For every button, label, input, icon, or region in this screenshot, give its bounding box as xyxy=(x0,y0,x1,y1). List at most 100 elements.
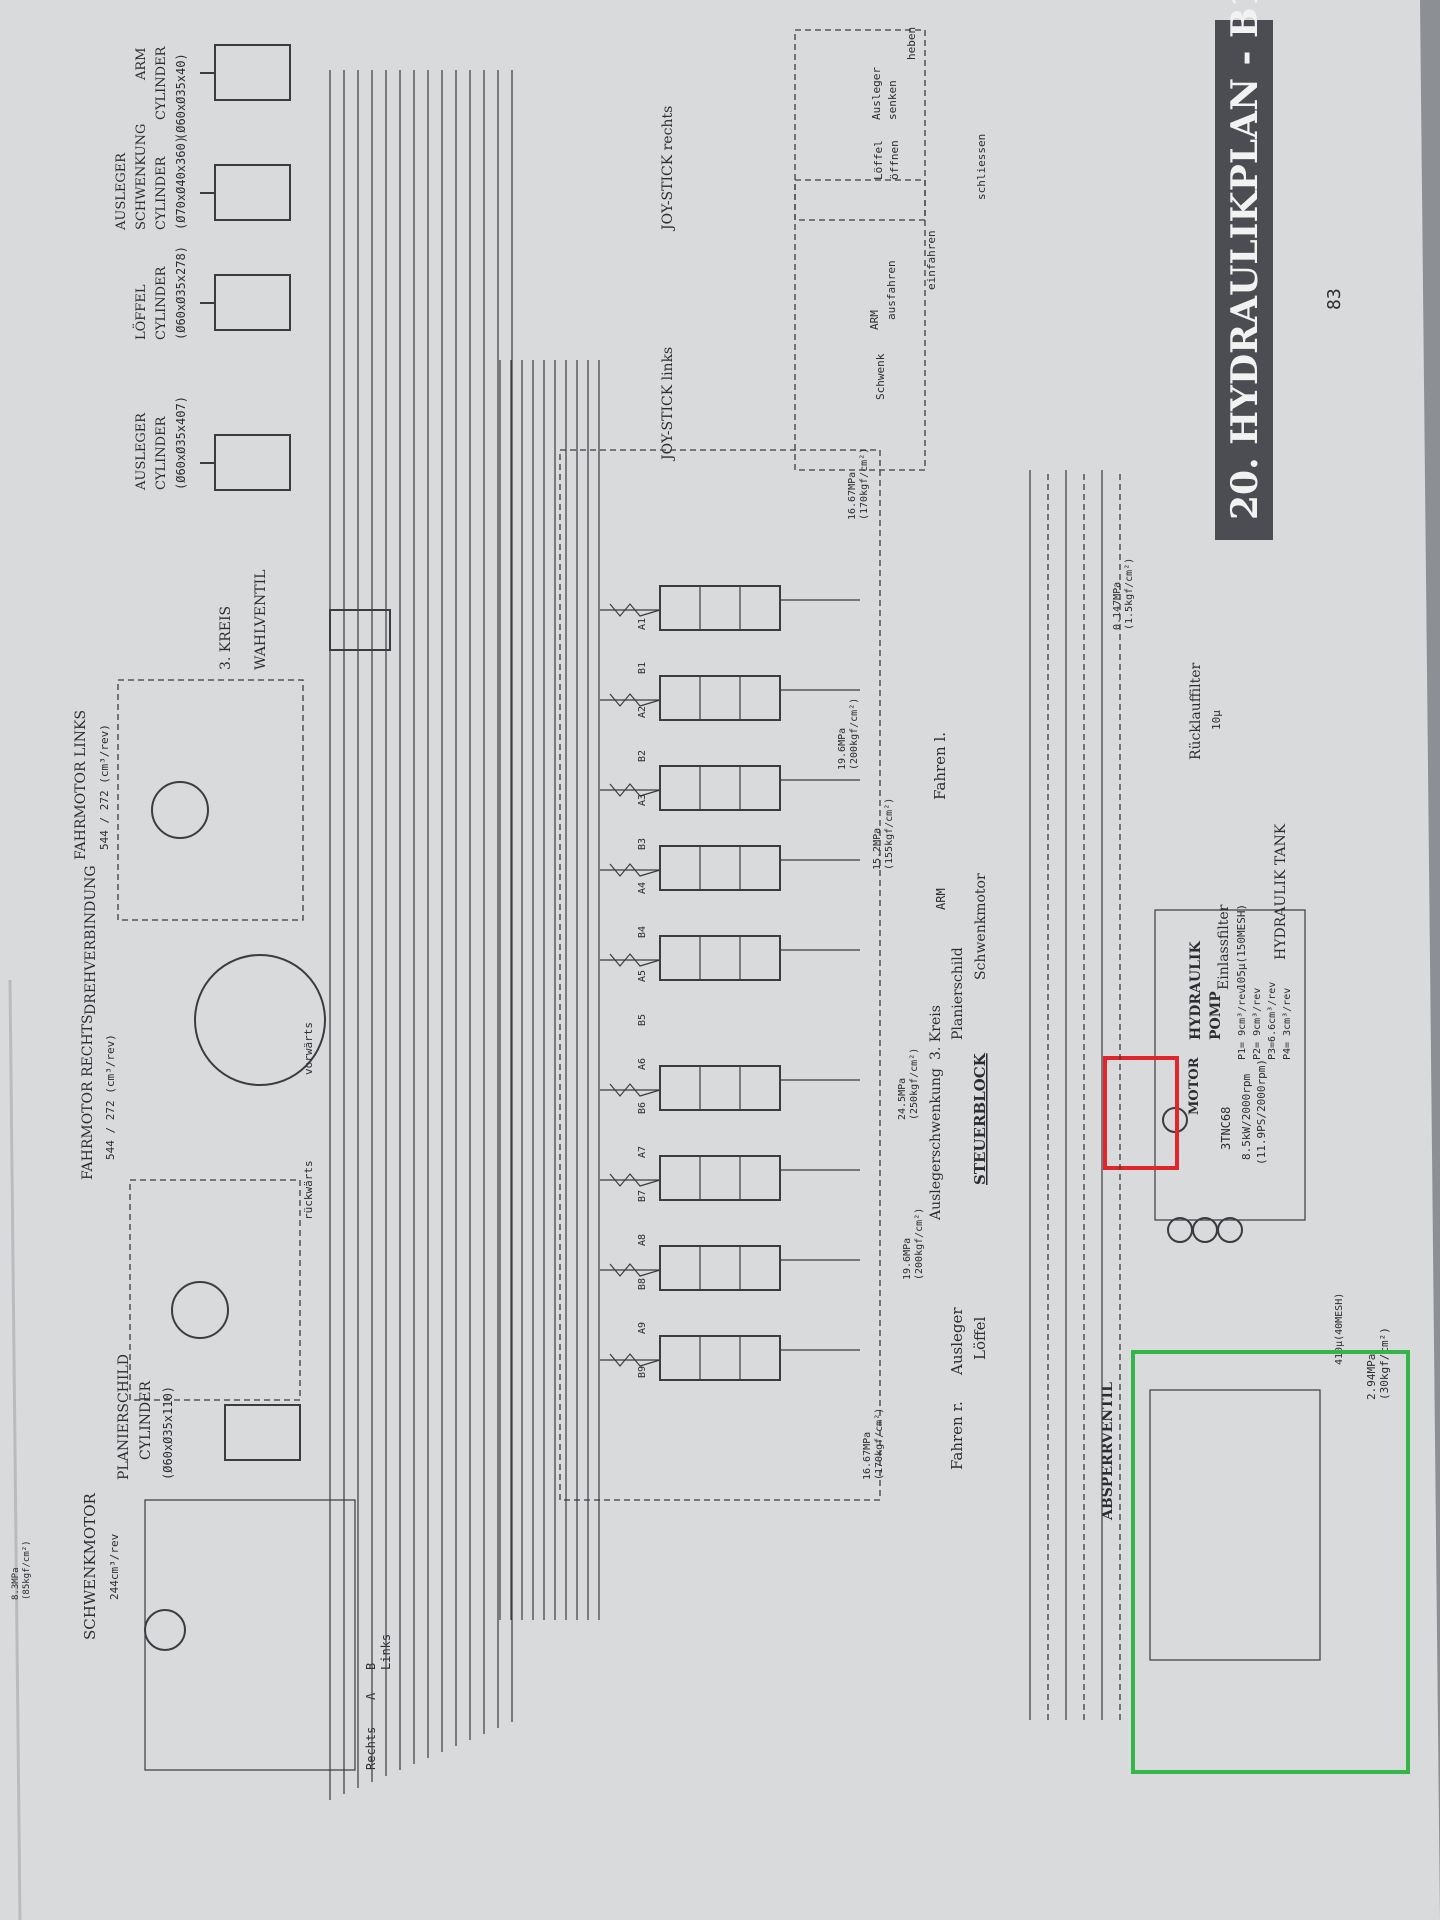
svg-text:P3=6.6cm³/rev: P3=6.6cm³/rev xyxy=(1267,982,1278,1060)
page-fold xyxy=(8,979,22,1920)
svg-text:CYLINDER: CYLINDER xyxy=(154,265,169,340)
svg-text:ausfahren: ausfahren xyxy=(885,260,898,320)
filter-410-label: 410μ(40MESH) xyxy=(1334,1293,1345,1365)
planierschild-spec: (Ø60xØ35x110) xyxy=(161,1386,175,1480)
svg-text:(Ø70xØ40x360): (Ø70xØ40x360) xyxy=(174,136,188,230)
pump-labels: HYDRAULIK POMP MOTOR 3TNC68 8.5kW/2000rp… xyxy=(1187,941,1293,1165)
port-label: A4 xyxy=(637,882,648,894)
kreis3-title: 3. KREIS xyxy=(218,606,234,670)
fahrmotor-rechts-symbol xyxy=(171,1281,229,1339)
svg-text:(Ø60xØ35x278): (Ø60xØ35x278) xyxy=(174,246,188,340)
port-label: A9 xyxy=(637,1322,648,1334)
hose-lines xyxy=(329,70,1121,1800)
svg-text:(Ø60xØ35x40): (Ø60xØ35x40) xyxy=(174,53,188,140)
svg-text:ARM: ARM xyxy=(934,888,948,910)
svg-text:AUSLEGER: AUSLEGER xyxy=(114,152,129,231)
svg-text:8.3MPa(85kgf/cm²): 8.3MPa(85kgf/cm²) xyxy=(11,1540,32,1600)
spool-valve xyxy=(609,935,781,981)
fahrmotor-rechts-spec: 544 / 272 (cm³/rev) xyxy=(104,1034,117,1160)
svg-text:vorwärts: vorwärts xyxy=(302,1022,315,1075)
svg-text:HYDRAULIK: HYDRAULIK xyxy=(1188,941,1204,1040)
svg-text:einfahren: einfahren xyxy=(925,230,938,290)
svg-text:Fahren l.: Fahren l. xyxy=(931,732,949,800)
svg-text:Löffel: Löffel xyxy=(971,1316,989,1360)
svg-text:2.94MPa(30kgf/cm²): 2.94MPa(30kgf/cm²) xyxy=(1365,1327,1391,1400)
cylinder-symbols xyxy=(200,44,301,1461)
loeffel-cylinder-label: LÖFFEL CYLINDER (Ø60xØ35x278) xyxy=(132,246,188,340)
port-label: B2 xyxy=(637,750,648,762)
ruecklauffilter-spec: 10μ xyxy=(1210,710,1223,730)
einlassfilter-spec: 105μ(150MESH) xyxy=(1235,904,1248,990)
wahlventil-title: WAHLVENTIL xyxy=(253,570,269,670)
fahrmotor-links-title: FAHRMOTOR LINKS xyxy=(73,710,89,860)
svg-text:rückwärts: rückwärts xyxy=(302,1160,315,1220)
svg-text:Schwenkmotor: Schwenkmotor xyxy=(973,873,989,980)
svg-text:A: A xyxy=(364,1692,378,1700)
port-label: B9 xyxy=(637,1366,648,1378)
port-label: B8 xyxy=(637,1278,648,1290)
schwenkmotor-spec: 244cm³/rev xyxy=(108,1533,121,1600)
spool-valve xyxy=(609,1245,781,1291)
svg-text:15.2MPa(155kgf/cm²): 15.2MPa(155kgf/cm²) xyxy=(872,798,895,870)
planierschild-cyl-title: CYLINDER xyxy=(138,1381,154,1460)
title-text: 20. HYDRAULIKPLAN - B17-2 xyxy=(1224,0,1266,520)
svg-text:SCHWENKUNG: SCHWENKUNG xyxy=(134,124,149,230)
planierschild-title: PLANIERSCHILD xyxy=(116,1354,132,1480)
port-label: B7 xyxy=(637,1190,648,1202)
port-label: A8 xyxy=(637,1234,648,1246)
svg-text:3. Kreis: 3. Kreis xyxy=(928,1005,944,1060)
svg-text:0.147MPa(1.5kgf/cm²): 0.147MPa(1.5kgf/cm²) xyxy=(1112,558,1135,630)
fahrmotor-links-spec: 544 / 272 (cm³/rev) xyxy=(98,724,111,850)
svg-text:19.6MPa(200kgf/cm²): 19.6MPa(200kgf/cm²) xyxy=(902,1208,925,1280)
svg-text:Planierschild: Planierschild xyxy=(950,947,966,1040)
schwenkmotor-port-labels: Rechts A B Links rückwärts vorwärts xyxy=(302,1022,393,1770)
svg-text:LÖFFEL: LÖFFEL xyxy=(132,284,149,340)
svg-text:(Ø60xØ35x407): (Ø60xØ35x407) xyxy=(174,396,188,490)
svg-text:16.67MPa(170kgf/cm²): 16.67MPa(170kgf/cm²) xyxy=(847,448,870,520)
svg-text:24.5MPa(250kgf/cm²): 24.5MPa(250kgf/cm²) xyxy=(897,1048,920,1120)
svg-text:P4= 3cm³/rev: P4= 3cm³/rev xyxy=(1282,988,1293,1060)
spool-valve xyxy=(609,765,781,811)
svg-text:ARM: ARM xyxy=(134,48,149,82)
svg-text:Ausleger: Ausleger xyxy=(870,67,883,120)
port-label: B3 xyxy=(637,838,648,850)
svg-text:16.67MPa(170kgf/cm²): 16.67MPa(170kgf/cm²) xyxy=(862,1408,885,1480)
svg-text:senken: senken xyxy=(886,80,899,120)
absperrventil-box xyxy=(1149,1389,1321,1661)
joystick-links-box xyxy=(794,179,926,471)
port-label: A2 xyxy=(637,706,648,718)
port-label: A6 xyxy=(637,1058,648,1070)
spool-valve xyxy=(609,585,781,631)
port-label: A3 xyxy=(637,794,648,806)
schwenkmotor-title: SCHWENKMOTOR xyxy=(81,1493,99,1640)
svg-text:Auslegerschwenkung: Auslegerschwenkung xyxy=(928,1068,944,1221)
title-banner xyxy=(1215,20,1273,540)
fahrmotor-rechts-box xyxy=(129,1179,301,1401)
port-label: B5 xyxy=(637,1014,648,1026)
port-label: A7 xyxy=(637,1146,648,1158)
svg-text:8.5kW/2000rpm: 8.5kW/2000rpm xyxy=(1240,1074,1253,1160)
svg-text:3TNC68: 3TNC68 xyxy=(1219,1107,1233,1150)
svg-text:Fahren r.: Fahren r. xyxy=(948,1401,966,1470)
svg-text:CYLINDER: CYLINDER xyxy=(154,45,169,120)
spool-valve xyxy=(609,1335,781,1381)
page-number: 83 xyxy=(1324,288,1345,310)
svg-text:CYLINDER: CYLINDER xyxy=(154,415,169,490)
joystick-rechts-label: JOY-STICK rechts xyxy=(660,106,676,232)
svg-text:P2= 9cm³/rev: P2= 9cm³/rev xyxy=(1252,988,1263,1060)
spool-valve xyxy=(609,1155,781,1201)
svg-text:(11.9PS/2000rpm): (11.9PS/2000rpm) xyxy=(1255,1059,1268,1165)
port-label: A1 xyxy=(637,618,648,630)
drehverbindung-symbol xyxy=(194,954,326,1086)
port-label: B4 xyxy=(637,926,648,938)
svg-text:Rechts: Rechts xyxy=(364,1727,378,1770)
svg-text:AUSLEGER: AUSLEGER xyxy=(134,412,149,491)
steuerblock-frame xyxy=(559,449,881,1501)
steuerblock-label: STEUERBLOCK xyxy=(971,1052,989,1185)
arm-cylinder-label: ARM CYLINDER (Ø60xØ35x40) xyxy=(134,45,188,140)
svg-text:MOTOR: MOTOR xyxy=(1187,1057,1202,1115)
